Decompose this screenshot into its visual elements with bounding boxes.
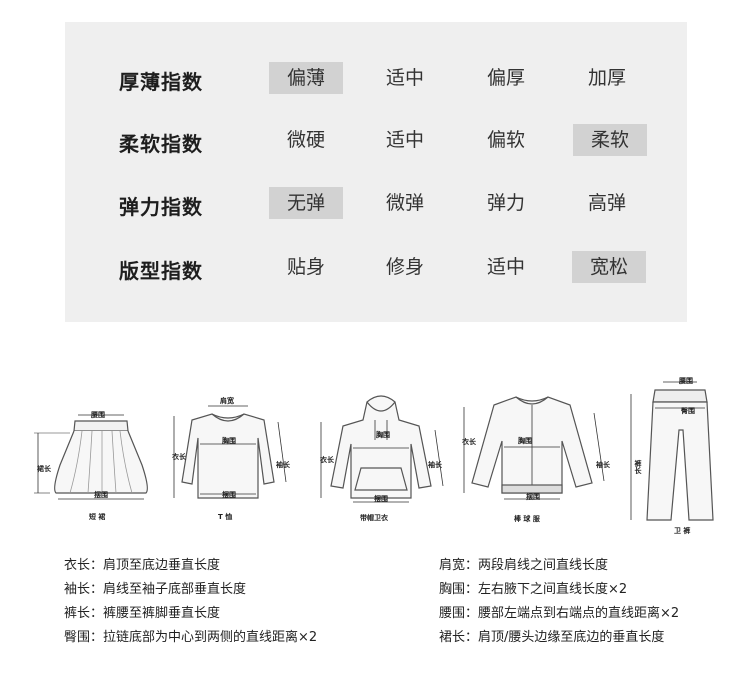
- hoodie-chest-label: 胸围: [376, 431, 390, 439]
- option: 适中: [486, 256, 525, 278]
- tshirt-sleeve-label: 袖长: [276, 461, 290, 469]
- skirt-hem-label: 摆围: [94, 491, 108, 499]
- hoodie-length-label: 衣长: [320, 456, 334, 464]
- skirt-caption: 短 裙: [89, 513, 106, 521]
- tshirt-length-label: 衣长: [172, 453, 186, 461]
- legend-item: 胸围：左右腋下之间直线长度×2: [439, 582, 628, 597]
- legend-item: 裤长：裤腰至裤脚垂直长度: [64, 606, 221, 621]
- option: 偏厚: [486, 67, 525, 89]
- legend-right: 肩宽：两段肩线之间直线长度 胸围：左右腋下之间直线长度×2 腰围：腰部左端点到右…: [439, 554, 679, 650]
- tshirt-shoulder-label: 肩宽: [220, 397, 234, 405]
- tshirt-caption: T 恤: [218, 513, 233, 521]
- thickness-row: 厚薄指数 偏薄 适中 偏厚 加厚: [65, 62, 687, 96]
- jacket-illustration: [463, 396, 605, 500]
- fabric-index-panel: 厚薄指数 偏薄 适中 偏厚 加厚 柔软指数 微硬 适中 偏软 柔软 弹力指数 无…: [65, 22, 687, 322]
- hoodie-sleeve-label: 袖长: [428, 461, 442, 469]
- option-selected: 柔软: [573, 124, 647, 156]
- jacket-caption: 棒 球 服: [514, 515, 540, 523]
- fit-row: 版型指数 贴身 修身 适中 宽松: [65, 251, 687, 285]
- pants-length-label: 裤长: [634, 460, 642, 474]
- pants-hip-label: 臀围: [681, 407, 695, 415]
- skirt-illustration: [34, 414, 148, 500]
- option: 修身: [385, 256, 424, 278]
- legend-item: 袖长：肩线至袖子底部垂直长度: [64, 582, 247, 597]
- skirt-length-label: 裙长: [37, 465, 51, 473]
- row-label: 弹力指数: [119, 195, 203, 219]
- option: 适中: [385, 129, 424, 151]
- row-label: 柔软指数: [119, 132, 203, 156]
- garment-figures: 腰围 裙长 摆围 短 裙 肩宽 胸围 衣长 袖长 摆围 T 恤: [0, 360, 750, 540]
- row-label: 版型指数: [119, 259, 203, 283]
- option-selected: 无弹: [269, 187, 343, 219]
- option: 贴身: [286, 256, 325, 278]
- elasticity-row: 弹力指数 无弹 微弹 弹力 高弹: [65, 187, 687, 221]
- jacket-sleeve-label: 袖长: [596, 461, 610, 469]
- pants-caption: 卫 裤: [674, 527, 691, 535]
- option: 偏软: [486, 129, 525, 151]
- hoodie-hem-label: 摆围: [374, 495, 388, 503]
- option: 高弹: [587, 192, 626, 214]
- legend-item: 裙长：肩顶/腰头边缘至底边的垂直长度: [439, 630, 665, 645]
- pants-waist-label: 腰围: [679, 377, 693, 385]
- tshirt-illustration: [173, 405, 287, 499]
- tshirt-hem-label: 摆围: [222, 491, 236, 499]
- legend-item: 臀围：拉链底部为中心到两侧的直线距离×2: [64, 630, 318, 645]
- legend-item: 衣长：肩顶至底边垂直长度: [64, 558, 221, 573]
- jacket-length-label: 衣长: [462, 438, 476, 446]
- pants-illustration: [630, 381, 714, 521]
- legend-item: 肩宽：两段肩线之间直线长度: [439, 558, 609, 573]
- option: 微硬: [286, 129, 325, 151]
- option-selected: 偏薄: [269, 62, 343, 94]
- hoodie-illustration: [320, 395, 444, 503]
- option: 加厚: [587, 67, 626, 89]
- hoodie-caption: 带帽卫衣: [360, 514, 388, 522]
- option: 微弹: [385, 192, 424, 214]
- option-selected: 宽松: [572, 251, 646, 283]
- tshirt-chest-label: 胸围: [222, 437, 236, 445]
- option: 适中: [385, 67, 424, 89]
- row-label: 厚薄指数: [119, 70, 203, 94]
- softness-row: 柔软指数 微硬 适中 偏软 柔软: [65, 124, 687, 158]
- jacket-hem-label: 摆围: [526, 493, 540, 501]
- legend-left: 衣长：肩顶至底边垂直长度 袖长：肩线至袖子底部垂直长度 裤长：裤腰至裤脚垂直长度…: [64, 554, 317, 650]
- jacket-chest-label: 胸围: [518, 437, 532, 445]
- option: 弹力: [486, 192, 525, 214]
- skirt-waist-label: 腰围: [91, 411, 105, 419]
- legend-item: 腰围：腰部左端点到右端点的直线距离×2: [439, 606, 680, 621]
